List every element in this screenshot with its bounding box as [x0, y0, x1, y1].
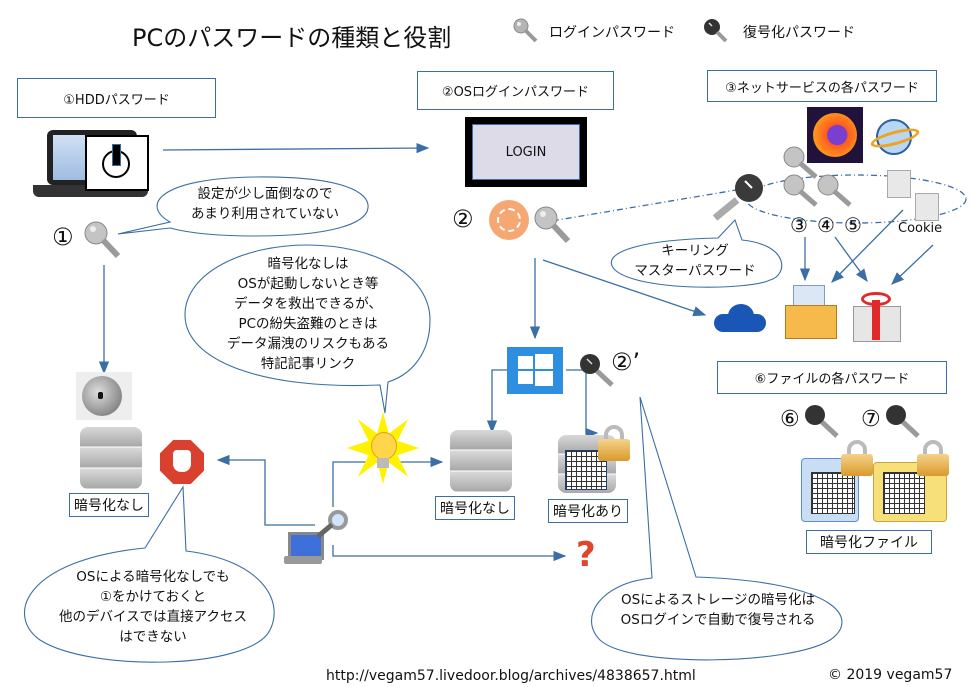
legend-decrypt-label: 復号化パスワード: [743, 25, 855, 41]
firefox-icon: [807, 107, 863, 163]
doorknob-lock-icon: [76, 372, 132, 420]
padlock-icon: [598, 425, 630, 461]
onedrive-icon: [714, 304, 766, 332]
login-screen: LOGIN: [465, 117, 587, 187]
storage-middle-label: 暗号化なし: [435, 496, 515, 520]
os-login-key-icon: [534, 206, 571, 244]
net-service-keys-icon: [783, 146, 852, 207]
source-url-link[interactable]: http://vegam57.livedoor.blog/archives/48…: [326, 668, 696, 684]
storage-left-label: 暗号化なし: [69, 493, 149, 517]
file-password-label: ⑥ファイルの各パスワード: [717, 361, 947, 394]
mail-icon: [785, 285, 837, 339]
laptop-power-icon: [33, 127, 153, 199]
arrow-cookie2-to-gift: [891, 244, 934, 285]
bubble-noenc-outline: [184, 244, 431, 414]
lightbulb-icon: [347, 412, 419, 484]
file-number-6: ⑥: [780, 407, 800, 432]
arrow-hdd-to-login: [162, 142, 430, 154]
cookie-file-icon-1: [887, 170, 911, 198]
storage-encrypted-icon: [558, 425, 630, 495]
storage-encrypted-label: 暗号化あり: [548, 499, 628, 523]
arrow-search-to-storage: [332, 456, 444, 507]
arrow-cookie1-to-mail: [831, 209, 904, 283]
storage-middle-icon: [450, 430, 512, 492]
encrypted-folder-icon: [873, 440, 953, 522]
gift-icon: [851, 290, 903, 342]
bubble-no-encryption-note: 暗号化なしは OSが起動しないとき等 データを救出できるが、 PCの紛失盗難のと…: [190, 254, 426, 374]
search-laptop-icon: [284, 508, 354, 568]
encrypted-files-label: 暗号化ファイル: [806, 530, 932, 554]
bubble-hdd-note: 設定が少し面倒なので あまり利用されていない: [190, 186, 340, 222]
stop-hand-icon: [160, 440, 204, 484]
copyright: © 2019 vegam57: [828, 667, 953, 683]
arrow-search-to-question: [332, 545, 567, 562]
arrow-search-to-stop: [216, 454, 315, 526]
os-number: ②: [452, 205, 474, 233]
arrow-windows-to-encrypted: [566, 369, 599, 439]
hdd-login-key-icon: [84, 221, 121, 259]
net-number-5: ⑤: [844, 213, 862, 237]
file-decrypt-key-6-icon: [805, 405, 839, 438]
black-key-icon: [704, 19, 728, 43]
power-icon: [85, 135, 149, 191]
legend-login-label: ログインパスワード: [549, 25, 675, 41]
bubble-os-encrypt-note: OSによるストレージの暗号化は OSログインで自動で復号される: [620, 592, 816, 628]
keyring-master-key-icon: [712, 174, 763, 221]
feature-article-link[interactable]: 特記記事リンク: [260, 356, 356, 372]
keyring-link: [539, 187, 749, 224]
question-mark-icon: ?: [576, 535, 596, 575]
internet-explorer-icon: [869, 117, 921, 159]
cookie-label: Cookie: [898, 221, 943, 236]
arrow-windows-to-storage: [486, 369, 512, 434]
bubble-hdd-protect-outline: [24, 485, 275, 663]
legend: ログインパスワード 復号化パスワード: [513, 16, 873, 46]
windows-logo-icon: [507, 347, 563, 394]
bubble-os-encrypt-outline: [590, 396, 843, 661]
arrow-4-to-gift: [834, 236, 868, 283]
file-decrypt-key-7-icon: [886, 405, 920, 438]
hdd-number: ①: [52, 223, 74, 251]
bubble-keyring-note: キーリング マスターパスワード: [634, 243, 756, 279]
fingerprint-icon: [489, 200, 529, 240]
os-decrypt-key-icon: [580, 354, 614, 387]
encrypted-document-icon: [801, 440, 877, 522]
file-number-7: ⑦: [861, 407, 881, 432]
silver-key-icon: [513, 18, 538, 43]
keyring-group: [745, 174, 967, 224]
login-screen-inner: LOGIN: [472, 124, 580, 180]
arrow-key2-to-onedrive: [542, 259, 707, 317]
bubble-keyring-outline: [610, 218, 783, 288]
page-title: PCのパスワードの種類と役割: [132, 24, 452, 52]
hdd-password-label: ①HDDパスワード: [17, 78, 216, 118]
bubble-hdd-protect-note: OSによる暗号化なしでも ①をかけておくと 他のデバイスでは直接アクセス はでき…: [59, 569, 247, 645]
cookie-file-icon-2: [915, 193, 939, 221]
storage-left-icon: [80, 427, 142, 489]
bubble-hdd-outline: [117, 176, 369, 237]
os-number-prime: ②’: [611, 348, 641, 376]
net-number-4: ④: [817, 213, 835, 237]
net-service-password-label: ③ネットサービスの各パスワード: [707, 70, 937, 102]
os-login-password-label: ②OSログインパスワード: [417, 71, 614, 110]
net-number-3: ③: [790, 213, 808, 237]
